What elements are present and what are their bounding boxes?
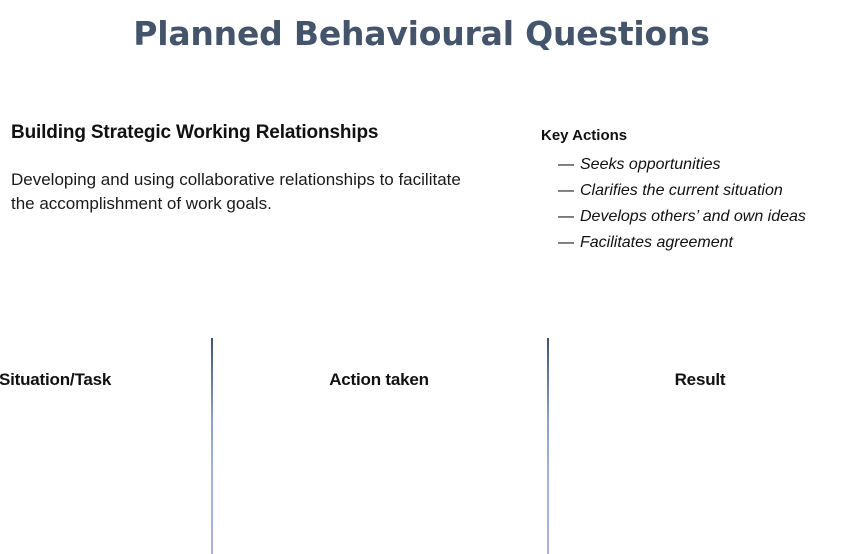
key-action-label: Clarifies the current situation xyxy=(580,182,783,199)
em-dash-bullet-icon: — xyxy=(558,208,574,225)
list-item: — Clarifies the current situation xyxy=(558,183,848,199)
em-dash-bullet-icon: — xyxy=(558,156,574,173)
column-header-result: Result xyxy=(674,370,726,389)
em-dash-bullet-icon: — xyxy=(558,234,574,251)
key-action-label: Facilitates agreement xyxy=(580,234,733,251)
em-dash-bullet-icon: — xyxy=(558,182,574,199)
column-header-action-taken: Action taken xyxy=(329,370,429,389)
competency-description: Developing and using collaborative relat… xyxy=(11,170,461,214)
key-actions-heading: Key Actions xyxy=(541,127,628,144)
key-action-label: Develops others’ and own ideas xyxy=(580,208,806,225)
list-item: — Facilitates agreement xyxy=(558,235,848,251)
column-divider xyxy=(211,338,213,554)
column-divider xyxy=(547,338,549,554)
page-title: Planned Behavioural Questions xyxy=(133,14,710,53)
list-item: — Develops others’ and own ideas xyxy=(558,209,848,225)
response-table xyxy=(0,338,851,554)
competency-heading: Building Strategic Working Relationships xyxy=(11,122,379,143)
key-action-label: Seeks opportunities xyxy=(580,156,721,173)
column-header-situation-task: Situation/Task xyxy=(0,370,112,389)
list-item: — Seeks opportunities xyxy=(558,157,848,173)
key-actions-list: — Seeks opportunities — Clarifies the cu… xyxy=(558,157,848,261)
